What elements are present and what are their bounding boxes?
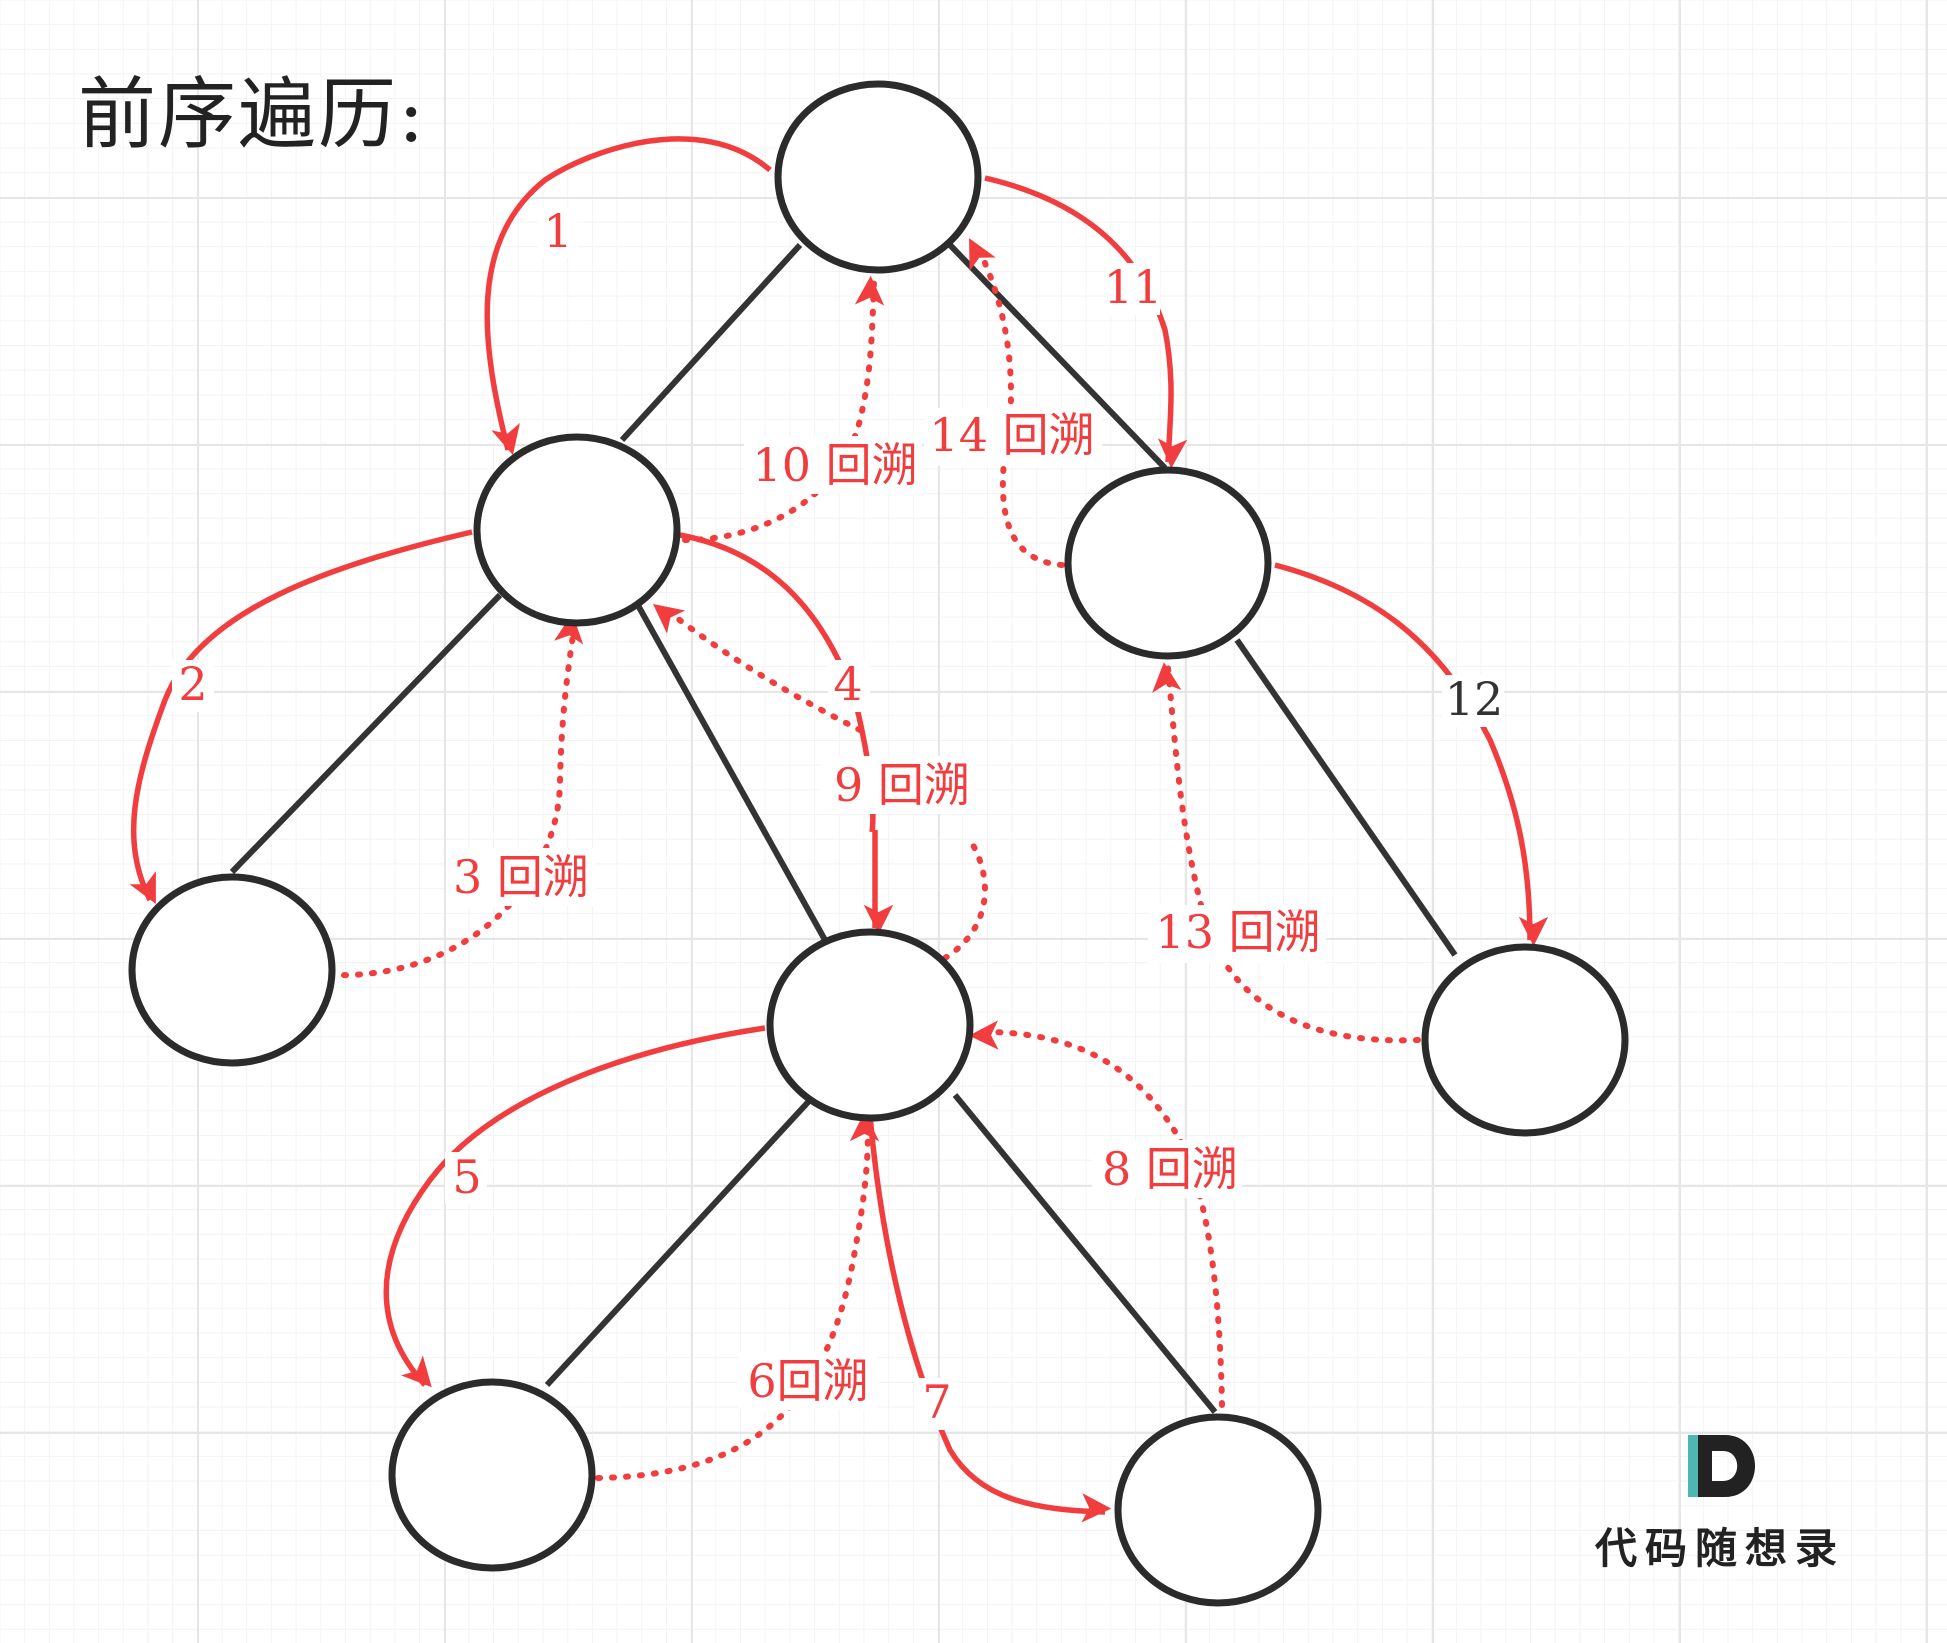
node-bottom-left	[388, 1378, 596, 1572]
tree-edges	[229, 242, 1458, 1414]
backtrack-9b	[652, 602, 863, 733]
edge-mid-bottomleft	[544, 1097, 813, 1388]
backtrack-8	[968, 1020, 1225, 1408]
node-bottom-right	[1114, 1413, 1322, 1607]
backtrack-14	[969, 238, 1065, 568]
brand-logo-text: 代码随想录	[1594, 1524, 1845, 1573]
backtrack-6	[595, 1111, 880, 1481]
edge-root-right	[947, 242, 1168, 471]
node-root	[774, 80, 982, 274]
label-6-backtrack: 6回溯	[747, 1354, 868, 1408]
arrow-12	[1274, 562, 1549, 947]
node-mid	[766, 928, 974, 1122]
arrow-2	[129, 529, 473, 904]
D-logo-icon	[1688, 1435, 1755, 1497]
label-11: 11	[1104, 260, 1163, 314]
edge-right-rightleaf	[1234, 638, 1458, 957]
node-left	[473, 433, 681, 627]
edge-root-left	[619, 242, 803, 443]
label-2: 2	[178, 657, 207, 711]
tree-nodes	[128, 80, 1629, 1607]
edge-mid-bottomright	[952, 1093, 1218, 1414]
node-left-leaf	[128, 873, 336, 1067]
brand-logo: 代码随想录	[1590, 1425, 1850, 1573]
backtrack-3	[327, 613, 584, 979]
label-1: 1	[543, 204, 572, 258]
label-9-backtrack: 9 回溯	[834, 758, 970, 812]
node-right-leaf	[1421, 943, 1629, 1137]
diagram-title: 前序遍历:	[78, 70, 427, 160]
label-3-backtrack: 3 回溯	[453, 850, 589, 904]
forward-arrows	[129, 136, 1549, 1523]
label-7: 7	[922, 1375, 951, 1429]
label-10-backtrack: 10 回溯	[752, 438, 917, 492]
arrow-5	[383, 1025, 766, 1388]
backtrack-10	[682, 275, 885, 543]
arrow-1	[484, 136, 772, 456]
edge-left-leftleaf	[229, 592, 503, 875]
step-labels: 1 2 3 回溯 4 5 6回溯 7 8 回溯 9 回溯 10 回溯 11 12…	[172, 204, 1504, 1430]
label-4: 4	[833, 657, 862, 711]
backtrack-arrows	[327, 238, 1421, 1481]
label-12: 12	[1445, 672, 1504, 726]
arrow-7	[867, 1114, 1112, 1523]
label-14-backtrack: 14 回溯	[929, 408, 1094, 462]
backtrack-9a	[942, 837, 988, 961]
label-13-backtrack: 13 回溯	[1155, 905, 1320, 959]
node-right	[1064, 466, 1272, 660]
edge-left-mid	[632, 598, 828, 942]
label-8-backtrack: 8 回溯	[1102, 1142, 1238, 1196]
label-5: 5	[452, 1150, 481, 1204]
